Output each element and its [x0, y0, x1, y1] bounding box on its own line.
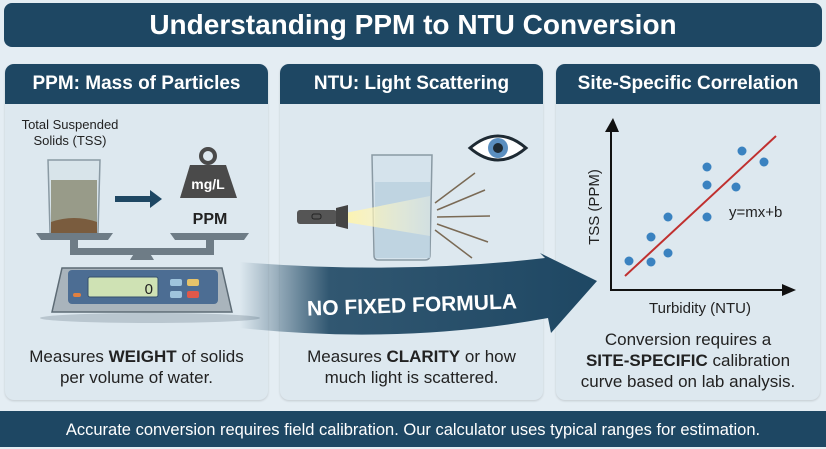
caption-text: or how — [460, 347, 516, 366]
panel-ppm: PPM: Mass of Particles Measures WEIGHT o… — [5, 64, 268, 400]
data-point — [624, 256, 634, 266]
caption-bold: WEIGHT — [108, 347, 177, 366]
data-point — [731, 182, 741, 192]
caption-bold: SITE-SPECIFIC — [585, 351, 708, 370]
caption-text: curve based on lab analysis. — [580, 372, 796, 391]
data-point — [663, 212, 673, 222]
footer-note: Accurate conversion requires field calib… — [0, 411, 826, 447]
data-point — [702, 162, 712, 172]
arrow-right-icon — [115, 190, 162, 208]
data-point — [646, 257, 656, 267]
panel-correlation: Site-Specific Correlation Conversion req… — [556, 64, 820, 400]
scatter-arrows — [434, 172, 491, 259]
weight-icon: mg/L — [180, 147, 237, 198]
panel-caption: Measures WEIGHT of solids per volume of … — [5, 346, 268, 388]
panel-caption: Measures CLARITY or how much light is sc… — [280, 346, 543, 388]
light-beam — [345, 196, 430, 236]
data-point — [737, 146, 747, 156]
x-axis-arrow — [782, 284, 796, 296]
y-axis-label: TSS (PPM) — [586, 169, 603, 245]
scale-icon: 0 — [36, 233, 260, 323]
page-title: Understanding PPM to NTU Conversion — [4, 3, 822, 47]
caption-text: much light is scattered. — [324, 368, 499, 387]
data-point — [702, 180, 712, 190]
tss-label: Solids (TSS) — [34, 133, 107, 148]
x-axis-label: Turbidity (NTU) — [649, 300, 751, 317]
caption-text: per volume of water. — [59, 368, 214, 387]
caption-text: of solids — [176, 347, 244, 366]
data-point — [663, 248, 673, 258]
data-point — [646, 232, 656, 242]
equation-label: y=mx+b — [729, 204, 782, 221]
y-axis-arrow — [605, 118, 619, 132]
flashlight-icon — [297, 205, 348, 229]
panel-header: NTU: Light Scattering — [280, 64, 543, 104]
caption-text: Measures — [29, 347, 109, 366]
fit-line — [624, 135, 777, 277]
beaker-sediment-icon — [47, 159, 101, 237]
panel-header: Site-Specific Correlation — [556, 64, 820, 104]
ppm-label: PPM — [193, 211, 228, 228]
weight-unit-label: mg/L — [191, 176, 225, 192]
big-arrow — [240, 253, 597, 335]
caption-text: Conversion requires a — [604, 330, 772, 349]
caption-text: calibration — [707, 351, 791, 370]
panel-header: PPM: Mass of Particles — [5, 64, 268, 104]
panel-caption: Conversion requires a SITE-SPECIFIC cali… — [556, 329, 820, 392]
caption-bold: CLARITY — [386, 347, 461, 366]
eye-icon — [467, 134, 529, 162]
tss-label: Total Suspended — [22, 117, 119, 132]
data-point — [702, 212, 712, 222]
caption-text: Measures — [307, 347, 387, 366]
correlation-chart: TSS (PPM) Turbidity (NTU) y=mx+b — [586, 118, 796, 317]
scale-display-value: 0 — [145, 281, 153, 298]
data-point — [759, 157, 769, 167]
